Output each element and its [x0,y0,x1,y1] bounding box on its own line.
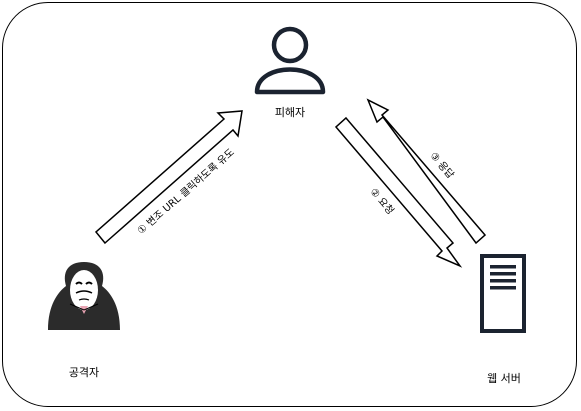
arrow-victim-to-server [334,116,463,268]
victim-label: 피해자 [274,106,306,119]
web-server-label: 웹 서버 [487,372,521,385]
arrow-server-to-victim [366,98,487,245]
diagram-frame [2,2,577,407]
hacker-mask-icon [48,262,120,330]
arrow-attacker-to-victim [94,110,243,245]
user-icon [254,26,326,95]
attacker-label: 공격자 [68,366,100,379]
server-icon [480,254,526,333]
